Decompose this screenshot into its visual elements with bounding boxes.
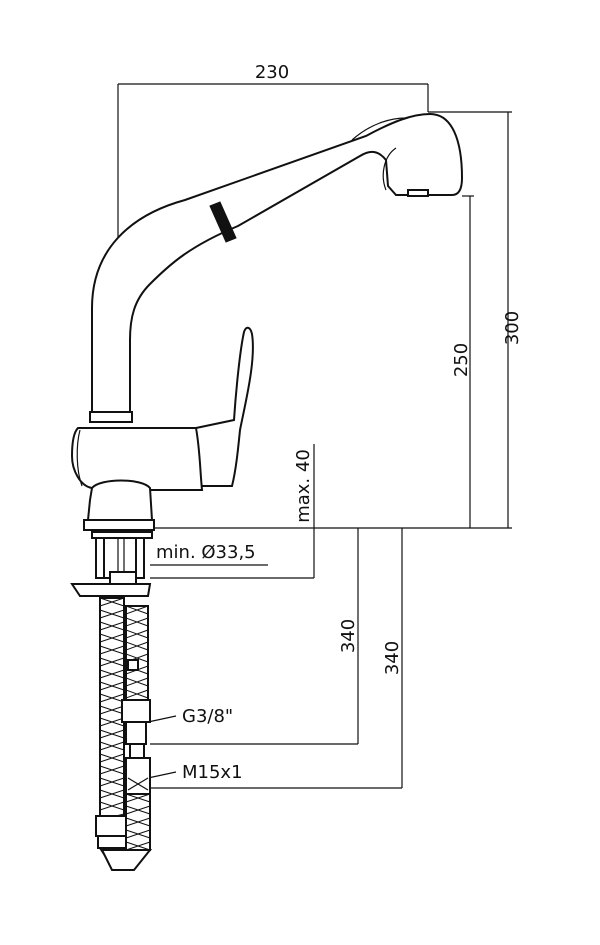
dimension-hose-length-b: 340 [150, 528, 403, 789]
dimension-hole-diameter: min. Ø33,5 [150, 542, 268, 566]
dimension-spout-height: 250 [451, 195, 474, 528]
dimension-max-thickness-label: max. 40 [293, 449, 314, 523]
spout-band [209, 201, 237, 243]
dimension-max-thickness: max. 40 [150, 444, 315, 579]
mixer-base [86, 479, 154, 521]
dimension-height-total: 300 [428, 111, 523, 528]
braided-hose [95, 597, 129, 868]
thread-callout-g: G3/8" [147, 706, 233, 727]
thread-g-label: G3/8" [182, 706, 233, 727]
dimension-width: 230 [117, 62, 429, 262]
thread-callout-m: M15x1 [147, 762, 243, 783]
g-thread-nut [121, 699, 151, 723]
dimension-hole-diameter-label: min. Ø33,5 [156, 542, 256, 563]
mixer-body [70, 427, 204, 491]
dimension-height-total-label: 300 [502, 311, 523, 345]
dimension-hose-length-a-label: 340 [338, 619, 359, 653]
dimension-hose-length-a: 340 [150, 528, 359, 745]
dimension-spout-height-label: 250 [451, 343, 472, 377]
dimension-hose-length-b-label: 340 [382, 641, 403, 675]
spout [91, 112, 464, 419]
dimension-width-label: 230 [255, 62, 289, 83]
lever-handle [194, 326, 254, 487]
mounting-hardware [70, 531, 153, 597]
faucet-body [70, 112, 464, 531]
thread-m-label: M15x1 [182, 762, 243, 783]
braided-hose-secondary [100, 605, 153, 871]
fixing-plate [70, 583, 152, 597]
